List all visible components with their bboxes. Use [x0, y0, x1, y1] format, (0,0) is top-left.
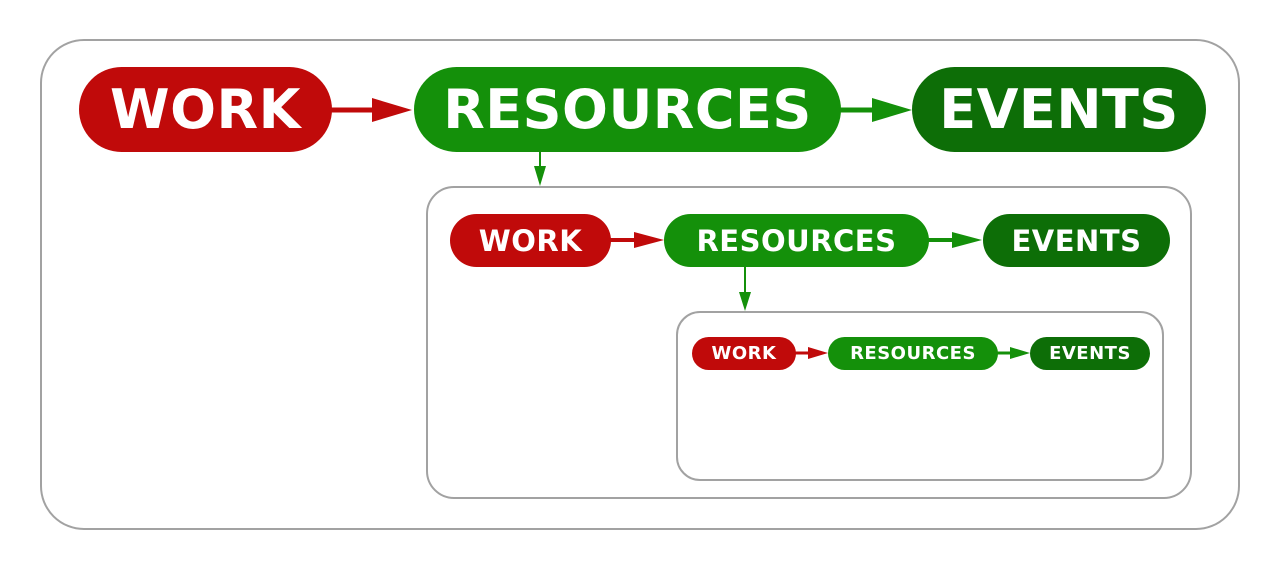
resources-node-l0: RESOURCES: [414, 67, 841, 152]
arrowhead-work-to-resources-l2: [808, 347, 828, 359]
resources-node-l1: RESOURCES: [664, 214, 929, 267]
work-node-l1: WORK: [450, 214, 611, 267]
arrowhead-work-to-resources-l1: [634, 232, 664, 248]
arrowhead-resources-to-events-l2: [1010, 347, 1030, 359]
events-node-l0: EVENTS: [912, 67, 1206, 152]
events-node-l2: EVENTS: [1030, 337, 1150, 370]
arrowhead-resources-to-events-l0: [872, 98, 912, 122]
work-node-l0: WORK: [79, 67, 332, 152]
work-node-l2: WORK: [692, 337, 796, 370]
arrowhead-resources-to-events-l1: [952, 232, 982, 248]
arrowhead-down-l0: [534, 166, 546, 186]
arrowhead-down-l1: [739, 292, 751, 311]
resources-node-l2: RESOURCES: [828, 337, 998, 370]
events-node-l1: EVENTS: [983, 214, 1170, 267]
arrowhead-work-to-resources-l0: [372, 98, 412, 122]
